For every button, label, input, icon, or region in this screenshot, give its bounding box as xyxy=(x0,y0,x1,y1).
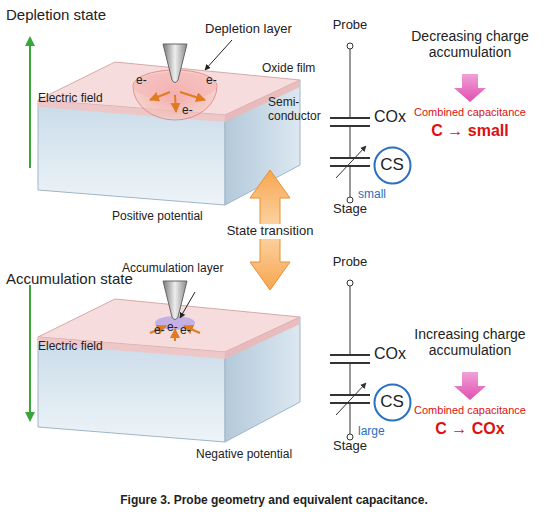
label: Stage xyxy=(310,202,390,217)
transition-label: State transition xyxy=(216,224,324,239)
label: e- xyxy=(180,324,200,338)
label: small xyxy=(358,188,408,202)
label: Accumulation layer xyxy=(122,262,242,276)
capacitor-label: COx xyxy=(374,345,424,363)
label: Probe xyxy=(318,255,382,270)
label: Decreasing charge accumulation xyxy=(400,28,540,60)
label: Depletion layer xyxy=(205,22,325,37)
label: Combined capacitance xyxy=(410,404,530,417)
equivalent-circuit xyxy=(330,43,370,203)
capacitance-circle: CS xyxy=(373,383,412,422)
capacitor-label: CS xyxy=(380,155,404,175)
label: Oxide film xyxy=(262,62,342,76)
label: e- xyxy=(206,74,226,88)
probe-tip xyxy=(163,281,187,320)
label: e- xyxy=(136,74,156,88)
label: C → COx xyxy=(400,420,540,438)
semiconductor-block xyxy=(38,281,300,442)
probe-tip xyxy=(163,44,187,83)
label: Semi- conductor xyxy=(268,96,328,124)
label: C → small xyxy=(400,122,540,140)
label: Electric field xyxy=(38,92,108,106)
capacitance-circle: CS xyxy=(373,146,412,185)
label: Positive potential xyxy=(112,210,222,224)
label: Probe xyxy=(318,18,382,33)
label: Electric field xyxy=(38,340,108,354)
label: Negative potential xyxy=(196,448,306,462)
label: Stage xyxy=(310,439,390,454)
label: Increasing charge accumulation xyxy=(400,326,540,358)
semiconductor-block xyxy=(38,44,300,205)
label: e- xyxy=(182,104,202,118)
label: large xyxy=(358,425,408,439)
label: Depletion state xyxy=(6,6,146,23)
equivalent-circuit xyxy=(330,280,370,440)
caption: Figure 3. Probe geometry and equivalent … xyxy=(0,494,548,508)
label: Combined capacitance xyxy=(410,106,530,119)
capacitor-label: CS xyxy=(380,392,404,412)
